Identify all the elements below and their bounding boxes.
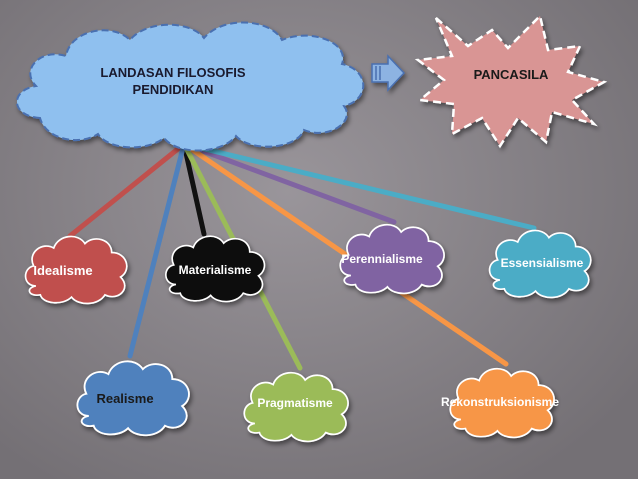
root-cloud xyxy=(16,21,365,152)
connector-line-idealisme xyxy=(67,141,187,239)
node-label-materialisme: Materialisme xyxy=(178,263,252,277)
root-title-line2: PENDIDIKAN xyxy=(132,82,214,97)
node-label-realisme: Realisme xyxy=(96,391,154,406)
node-label-idealisme: Idealisme xyxy=(33,263,93,278)
connector-line-essensialisme xyxy=(181,141,537,231)
connector-lines xyxy=(67,141,537,371)
node-label-pragmatisme: Pragmatisme xyxy=(257,396,333,410)
pancasila-star xyxy=(414,13,608,149)
node-label-rekonstruksionisme: Rekonstruksionisme xyxy=(440,395,560,409)
connector-line-materialisme xyxy=(181,141,207,237)
right-arrow-icon xyxy=(371,54,406,92)
node-label-essensialisme: Essensialisme xyxy=(500,256,584,270)
connector-line-rekonstruksionisme xyxy=(181,141,509,367)
root-title: LANDASAN FILOSOFIS PENDIDIKAN xyxy=(88,64,258,98)
pancasila-label: PANCASILA xyxy=(473,67,549,82)
connector-line-perennialisme xyxy=(181,141,397,225)
connector-line-realisme xyxy=(127,141,187,359)
node-label-perennialisme: Perennialisme xyxy=(341,252,423,266)
root-title-line1: LANDASAN FILOSOFIS xyxy=(100,65,246,80)
